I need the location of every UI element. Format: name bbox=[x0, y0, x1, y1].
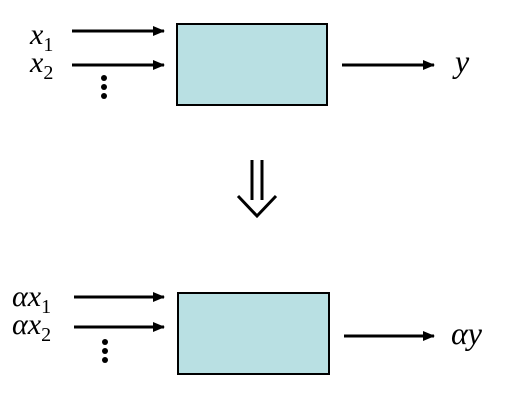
bottom-input-1-var: x bbox=[27, 280, 42, 313]
bottom-input-2-sub: 2 bbox=[41, 324, 51, 346]
top-output-label: y bbox=[452, 43, 470, 79]
top-ellipsis-dots bbox=[101, 75, 107, 99]
bottom-input-2-scale: α bbox=[12, 308, 29, 341]
top-input-1-var: x bbox=[29, 18, 44, 51]
bottom-input-2-var: x bbox=[27, 308, 42, 341]
bottom-input-1-sub: 1 bbox=[41, 296, 51, 318]
top-system-box bbox=[176, 23, 328, 106]
top-system: x1 x2 y bbox=[29, 18, 470, 106]
top-input-2-var: x bbox=[29, 46, 44, 79]
bottom-output-label: αy bbox=[451, 315, 483, 351]
bottom-system: αx1 αx2 αy bbox=[12, 280, 483, 375]
bottom-input-2-label: αx2 bbox=[12, 308, 51, 346]
bottom-output-var: y bbox=[465, 315, 483, 351]
top-input-2-label: x2 bbox=[29, 46, 53, 84]
bottom-output-scale: α bbox=[451, 315, 469, 351]
top-input-2-sub: 2 bbox=[43, 62, 53, 84]
double-down-arrow-icon bbox=[236, 160, 278, 219]
bottom-system-box bbox=[177, 292, 330, 375]
bottom-ellipsis-dots bbox=[102, 339, 108, 363]
top-input-1-sub: 1 bbox=[43, 34, 53, 56]
bottom-input-1-label: αx1 bbox=[12, 280, 51, 318]
bottom-input-1-scale: α bbox=[12, 280, 29, 313]
top-input-1-label: x1 bbox=[29, 18, 53, 56]
